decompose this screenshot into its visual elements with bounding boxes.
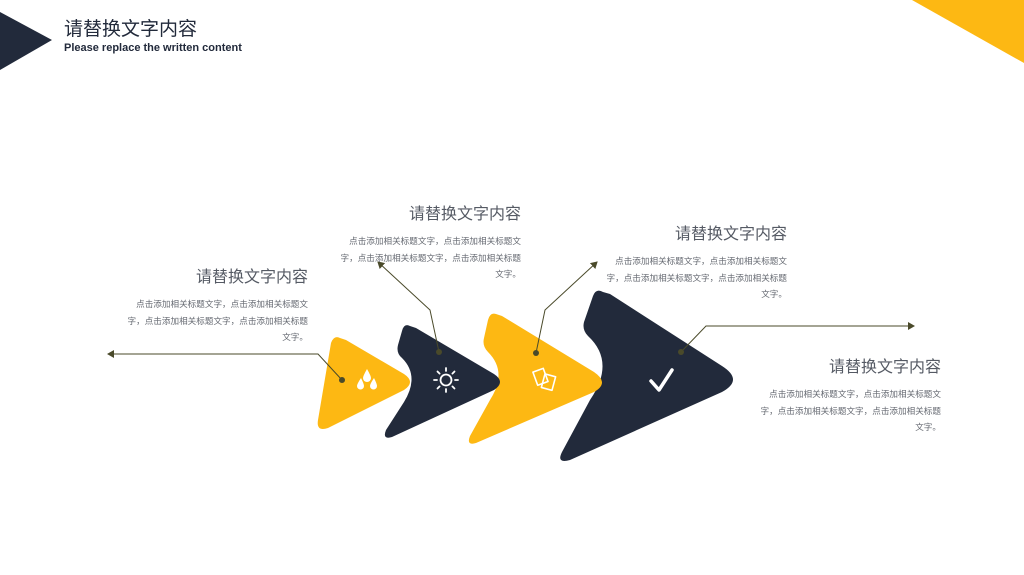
block-title-3: 请替换文字内容	[674, 224, 787, 243]
connector-4	[678, 322, 915, 355]
step-shape-2	[384, 325, 500, 438]
corner-triangle-left	[0, 12, 52, 70]
connector-1	[107, 350, 345, 383]
page-title: 请替换文字内容	[64, 18, 198, 40]
corner-triangle-right	[912, 0, 1024, 63]
connector-2	[377, 261, 442, 355]
water-drops-icon	[357, 369, 377, 390]
text-block-1: 请替换文字内容 点击添加相关标题文字，点击添加相关标题文字，点击添加相关标题文字…	[120, 263, 308, 347]
text-block-4: 请替换文字内容 点击添加相关标题文字，点击添加相关标题文字，点击添加相关标题文字…	[753, 353, 941, 437]
step-shape-1	[317, 337, 410, 429]
block-title-2: 请替换文字内容	[408, 204, 521, 223]
sun-icon	[433, 367, 459, 393]
step-shape-4	[560, 290, 733, 461]
checkmark-icon	[649, 368, 674, 392]
text-block-3: 请替换文字内容 点击添加相关标题文字，点击添加相关标题文字，点击添加相关标题文字…	[599, 220, 787, 304]
block-title-4: 请替换文字内容	[828, 357, 941, 376]
block-title-1: 请替换文字内容	[195, 267, 308, 286]
page-subtitle: Please replace the written content	[64, 42, 242, 54]
cards-icon	[532, 367, 557, 392]
text-block-2: 请替换文字内容 点击添加相关标题文字，点击添加相关标题文字，点击添加相关标题文字…	[333, 200, 521, 284]
block-body-2: 点击添加相关标题文字，点击添加相关标题文字，点击添加相关标题文字，点击添加相关标…	[340, 237, 521, 280]
block-body-3: 点击添加相关标题文字，点击添加相关标题文字，点击添加相关标题文字，点击添加相关标…	[606, 257, 787, 300]
block-body-1: 点击添加相关标题文字，点击添加相关标题文字，点击添加相关标题文字，点击添加相关标…	[127, 300, 308, 343]
connector-3	[533, 261, 598, 356]
block-body-4: 点击添加相关标题文字，点击添加相关标题文字，点击添加相关标题文字，点击添加相关标…	[760, 390, 941, 433]
